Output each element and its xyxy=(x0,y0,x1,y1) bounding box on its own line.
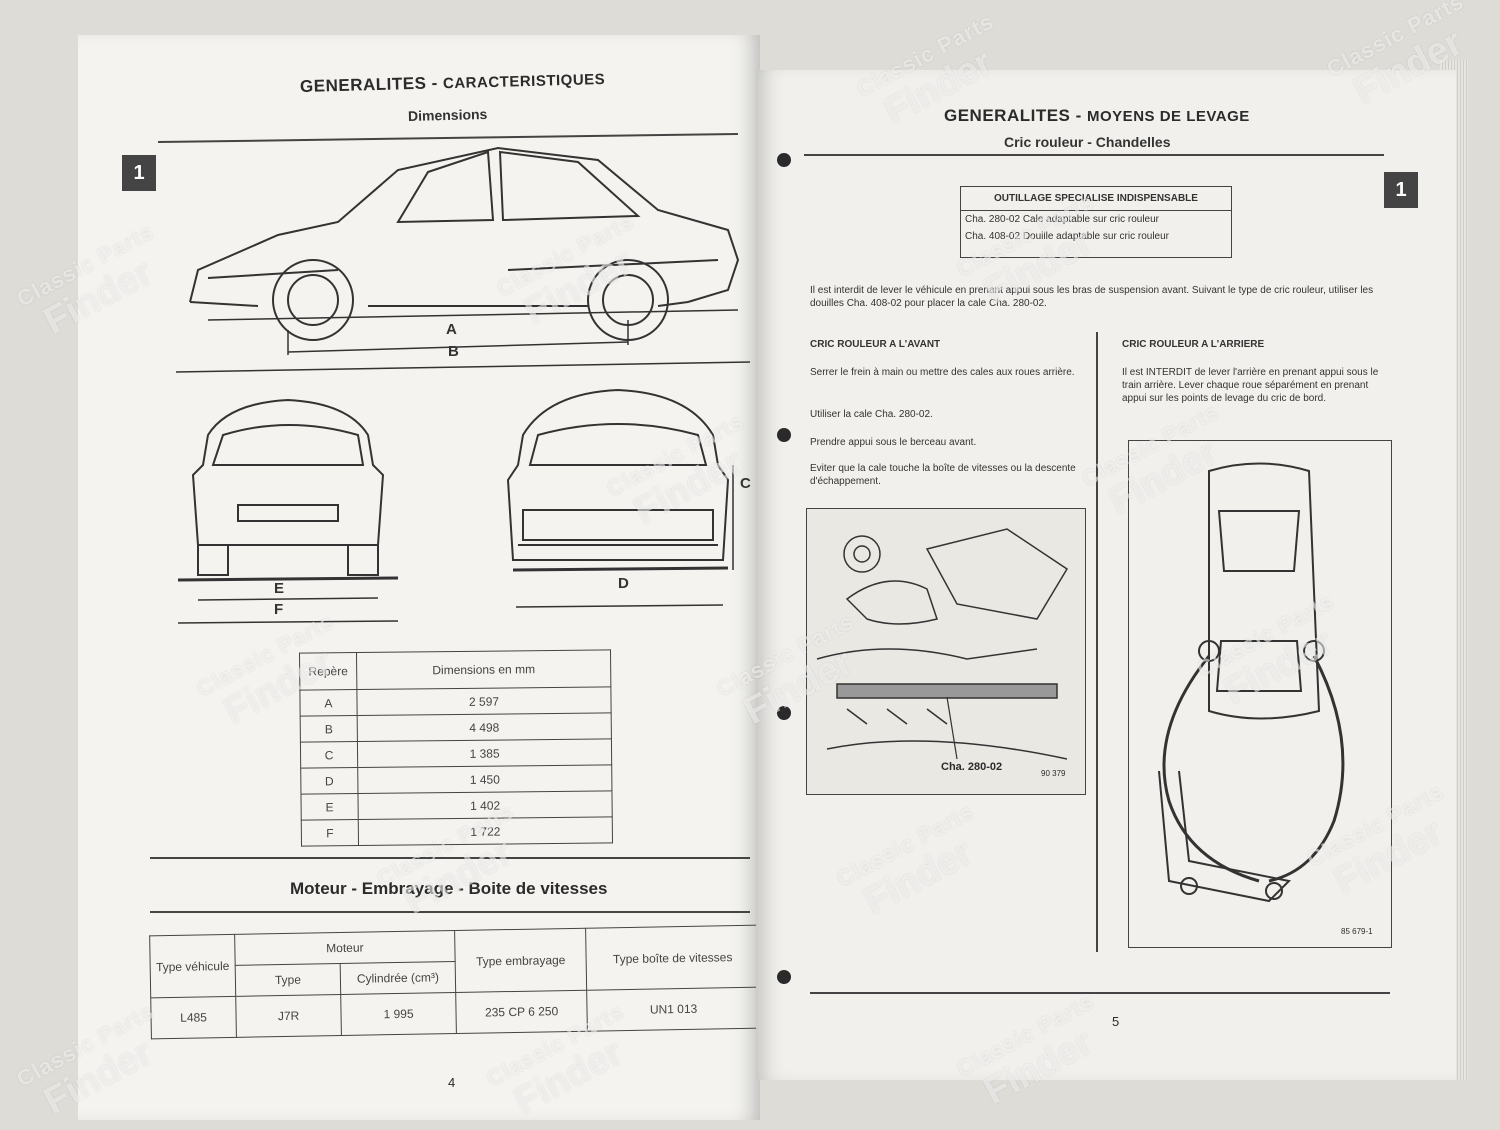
engine-table: Type véhicule Moteur Type embrayage Type… xyxy=(149,925,761,1040)
dim-label-b: B xyxy=(448,343,459,360)
car-side-view xyxy=(175,146,751,373)
outillage-row: Cha. 408-02 Douille adaptable sur cric r… xyxy=(961,228,1231,245)
table-header-cell: Dimensions en mm xyxy=(356,649,611,690)
binder-hole xyxy=(777,970,791,984)
binder-hole xyxy=(777,153,791,167)
outillage-header: OUTILLAGE SPECIALISE INDISPENSABLE xyxy=(961,187,1231,211)
column-divider xyxy=(1096,332,1098,952)
section-tab-number: 1 xyxy=(1384,172,1418,208)
table-cell: 4 498 xyxy=(357,712,612,742)
jack-illustration xyxy=(816,528,1069,760)
left-page-subtitle: Dimensions xyxy=(407,105,488,125)
table-cell: 1 995 xyxy=(340,992,457,1036)
table-cell: D xyxy=(300,767,358,795)
dim-label-f: F xyxy=(274,601,284,618)
outillage-desc: Douille adaptable sur cric rouleur xyxy=(1022,231,1170,242)
dim-label-c: C xyxy=(740,475,751,492)
section-tab-number: 1 xyxy=(122,155,156,191)
table-cell: C xyxy=(300,741,358,769)
divider xyxy=(150,857,750,859)
table-cell: B xyxy=(300,715,358,743)
front-jack-figure: Cha. 280-02 90 379 xyxy=(806,508,1086,795)
outillage-code: 280-02 xyxy=(988,214,1021,225)
left-page: GENERALITES - CARACTERISTIQUES Dimension… xyxy=(78,35,761,1120)
car-rear-view xyxy=(177,398,399,624)
car-top-view-illustration xyxy=(1158,462,1345,903)
outillage-code: 408-02 xyxy=(988,231,1021,242)
car-front-view xyxy=(506,388,734,608)
avant-paragraph: Prendre appui sous le berceau avant. xyxy=(810,437,977,448)
divider xyxy=(804,154,1384,156)
intro-text: Il est interdit de lever le véhicule en … xyxy=(810,285,1374,309)
fig-ref: 85 679-1 xyxy=(1341,927,1373,936)
table-header-cell: Type xyxy=(235,963,341,997)
table-cell: 1 385 xyxy=(357,738,612,768)
table-cell: J7R xyxy=(235,994,342,1038)
table-cell: 2 597 xyxy=(356,686,612,716)
outillage-ref: Cha. xyxy=(965,231,987,242)
arriere-paragraph: Il est INTERDIT de lever l'arrière en pr… xyxy=(1122,367,1379,404)
avant-paragraph: Eviter que la cale touche la boîte de vi… xyxy=(810,463,1076,487)
table-cell: F xyxy=(301,819,359,847)
avant-paragraph: Serrer le frein à main ou mettre des cal… xyxy=(810,367,1075,378)
fig-label: Cha. 280-02 xyxy=(941,761,1003,773)
table-header-cell: Type boîte de vitesses xyxy=(585,925,760,991)
dim-label-e: E xyxy=(274,580,285,597)
outillage-box: OUTILLAGE SPECIALISE INDISPENSABLE Cha. … xyxy=(960,186,1232,258)
right-page-title: GENERALITES - MOYENS DE LEVAGE xyxy=(944,106,1250,125)
table-header-cell: Type embrayage xyxy=(454,928,587,993)
table-header-cell: Cylindrée (cm³) xyxy=(340,961,456,995)
table-cell: E xyxy=(300,793,359,821)
table-header-cell: Moteur xyxy=(234,930,456,966)
divider xyxy=(810,992,1390,994)
page-number-right: 5 xyxy=(1112,1014,1120,1029)
binder-hole xyxy=(777,706,791,720)
section-title-moteur: Moteur - Embrayage - Boite de vitesses xyxy=(290,879,608,898)
page-number-left: 4 xyxy=(448,1075,456,1090)
left-page-title: GENERALITES - CARACTERISTIQUES xyxy=(299,71,606,96)
table-header-cell: Type véhicule xyxy=(149,934,236,998)
outillage-row: Cha. 280-02 Cale adaptable sur cric roul… xyxy=(961,211,1231,228)
divider xyxy=(150,911,750,913)
avant-title: CRIC ROULEUR A L'AVANT xyxy=(810,339,941,350)
right-page: GENERALITES - MOYENS DE LEVAGE Cric roul… xyxy=(756,70,1456,1080)
fig-ref: 90 379 xyxy=(1041,769,1066,778)
right-page-subtitle: Cric rouleur - Chandelles xyxy=(1004,134,1171,150)
table-cell: 1 450 xyxy=(357,764,612,794)
binder-hole xyxy=(777,428,791,442)
dim-label-d: D xyxy=(618,575,629,592)
dim-label-a: A xyxy=(446,321,457,338)
avant-paragraph: Utiliser la cale Cha. 280-02. xyxy=(810,409,933,420)
rear-jack-figure: 85 679-1 xyxy=(1128,440,1392,948)
outillage-desc: Cale adaptable sur cric rouleur xyxy=(1022,214,1160,225)
arriere-title: CRIC ROULEUR A L'ARRIERE xyxy=(1122,339,1265,350)
outillage-ref: Cha. xyxy=(965,214,987,225)
